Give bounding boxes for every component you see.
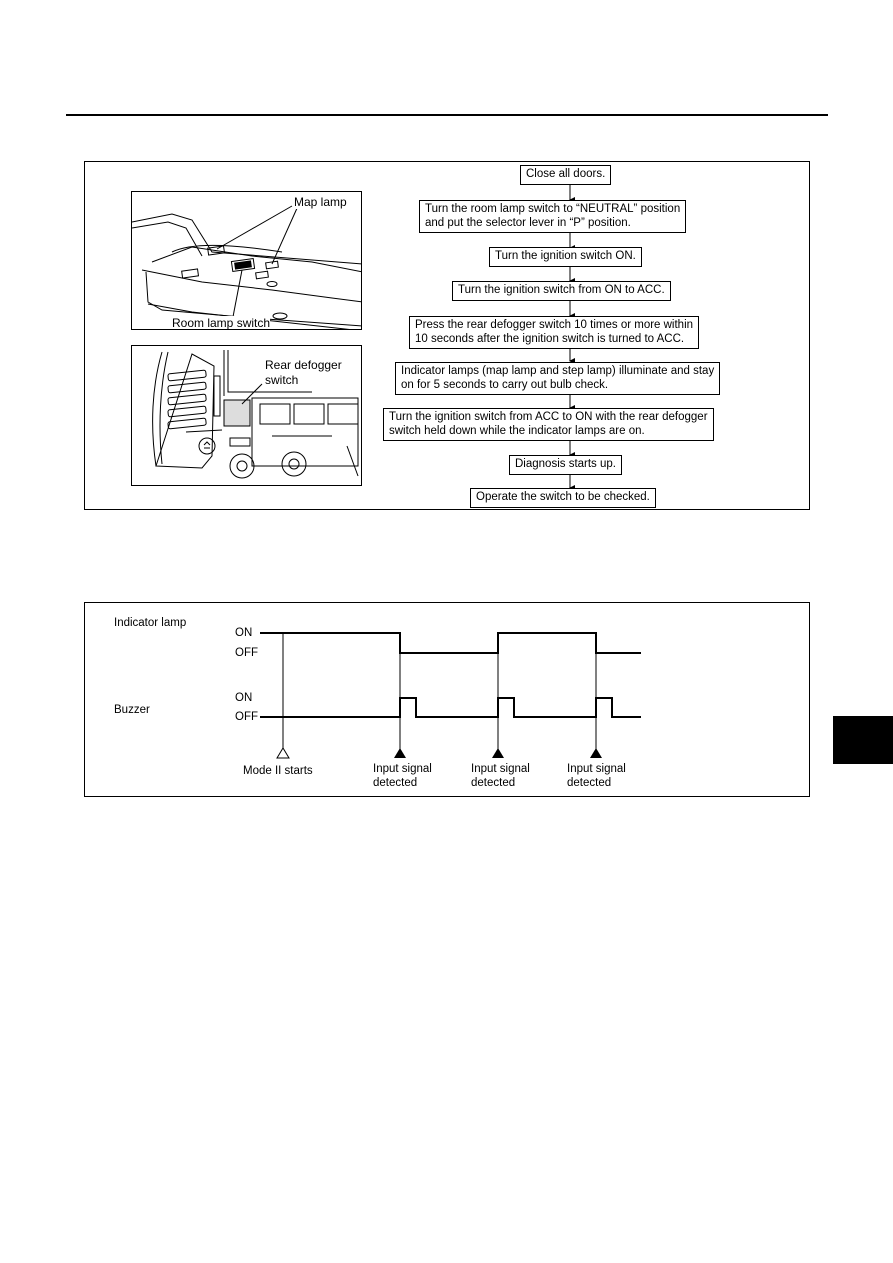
input-signal-label-1-line2: detected <box>373 777 418 789</box>
flow-step-7: Turn the ignition switch from ACC to ON … <box>383 408 714 441</box>
buzzer-on-label: ON <box>235 692 253 704</box>
flow-step-6-line2: on for 5 seconds to carry out bulb check… <box>401 378 609 391</box>
flow-step-4: Turn the ignition switch from ON to ACC. <box>452 281 671 301</box>
flow-step-3-text: Turn the ignition switch ON. <box>495 250 636 262</box>
flow-step-6-line1: Indicator lamps (map lamp and step lamp)… <box>401 365 715 377</box>
flow-step-1-text: Close all doors. <box>526 168 606 180</box>
flow-step-9: Operate the switch to be checked. <box>470 488 656 508</box>
input-signal-marker-1 <box>394 748 406 758</box>
flow-step-7-line1: Turn the ignition switch from ACC to ON … <box>389 411 708 423</box>
indicator-on-label: ON <box>235 627 253 639</box>
indicator-off-label: OFF <box>235 647 258 659</box>
input-signal-marker-3 <box>590 748 602 758</box>
flow-step-8-text: Diagnosis starts up. <box>515 458 616 470</box>
header-rule <box>66 114 828 116</box>
overhead-console-drawing <box>132 205 361 329</box>
input-signal-label-2-line2: detected <box>471 777 516 789</box>
input-signal-label-2-line1: Input signal <box>471 763 530 775</box>
buzzer-label: Buzzer <box>114 704 150 716</box>
flow-step-3: Turn the ignition switch ON. <box>489 247 642 267</box>
flow-step-7-line2: switch held down while the indicator lam… <box>389 424 645 437</box>
flow-step-2-line2: and put the selector lever in “P” positi… <box>425 216 631 229</box>
indicator-lamp-label: Indicator lamp <box>114 617 187 629</box>
mode-start-marker <box>276 747 290 759</box>
flow-step-6: Indicator lamps (map lamp and step lamp)… <box>395 362 721 395</box>
input-signal-label-1-line1: Input signal <box>373 763 432 775</box>
buzzer-waveform <box>260 697 641 718</box>
instrument-panel-drawing <box>152 350 359 479</box>
timing-chart-figure: Indicator lamp ON OFF Buzzer ON OFF Mode… <box>84 602 810 797</box>
indicator-lamp-waveform <box>260 632 641 654</box>
section-tab <box>833 716 893 764</box>
rear-defogger-callout-line1: Rear defogger <box>265 358 342 372</box>
room-lamp-illustration: Map lamp Room lamp switch <box>131 191 362 330</box>
flow-step-1: Close all doors. <box>520 165 612 185</box>
rear-defogger-callout-line2: switch <box>265 373 299 387</box>
flowchart-arrows <box>569 184 575 491</box>
flow-step-5-line2: 10 seconds after the ignition switch is … <box>415 332 685 345</box>
timing-waveforms <box>260 632 641 759</box>
flow-step-9-text: Operate the switch to be checked. <box>476 491 650 503</box>
diagnosis-startup-figure: Map lamp Room lamp switch <box>84 161 810 510</box>
rear-defogger-switch-illustration: Rear defogger switch <box>131 345 362 486</box>
flow-step-4-text: Turn the ignition switch from ON to ACC. <box>458 284 665 296</box>
buzzer-off-label: OFF <box>235 711 258 723</box>
flow-step-2: Turn the room lamp switch to “NEUTRAL” p… <box>419 200 687 233</box>
room-lamp-switch-callout: Room lamp switch <box>172 316 271 330</box>
input-signal-label-3-line2: detected <box>567 777 612 789</box>
input-signal-label-3-line1: Input signal <box>567 763 626 775</box>
flow-step-2-line1: Turn the room lamp switch to “NEUTRAL” p… <box>425 203 681 215</box>
flow-step-5-line1: Press the rear defogger switch 10 times … <box>415 319 694 331</box>
flow-step-5: Press the rear defogger switch 10 times … <box>409 316 700 349</box>
input-signal-marker-2 <box>492 748 504 758</box>
flow-step-8: Diagnosis starts up. <box>509 455 622 475</box>
mode-start-label: Mode II starts <box>243 765 313 777</box>
map-lamp-callout: Map lamp <box>294 195 347 209</box>
